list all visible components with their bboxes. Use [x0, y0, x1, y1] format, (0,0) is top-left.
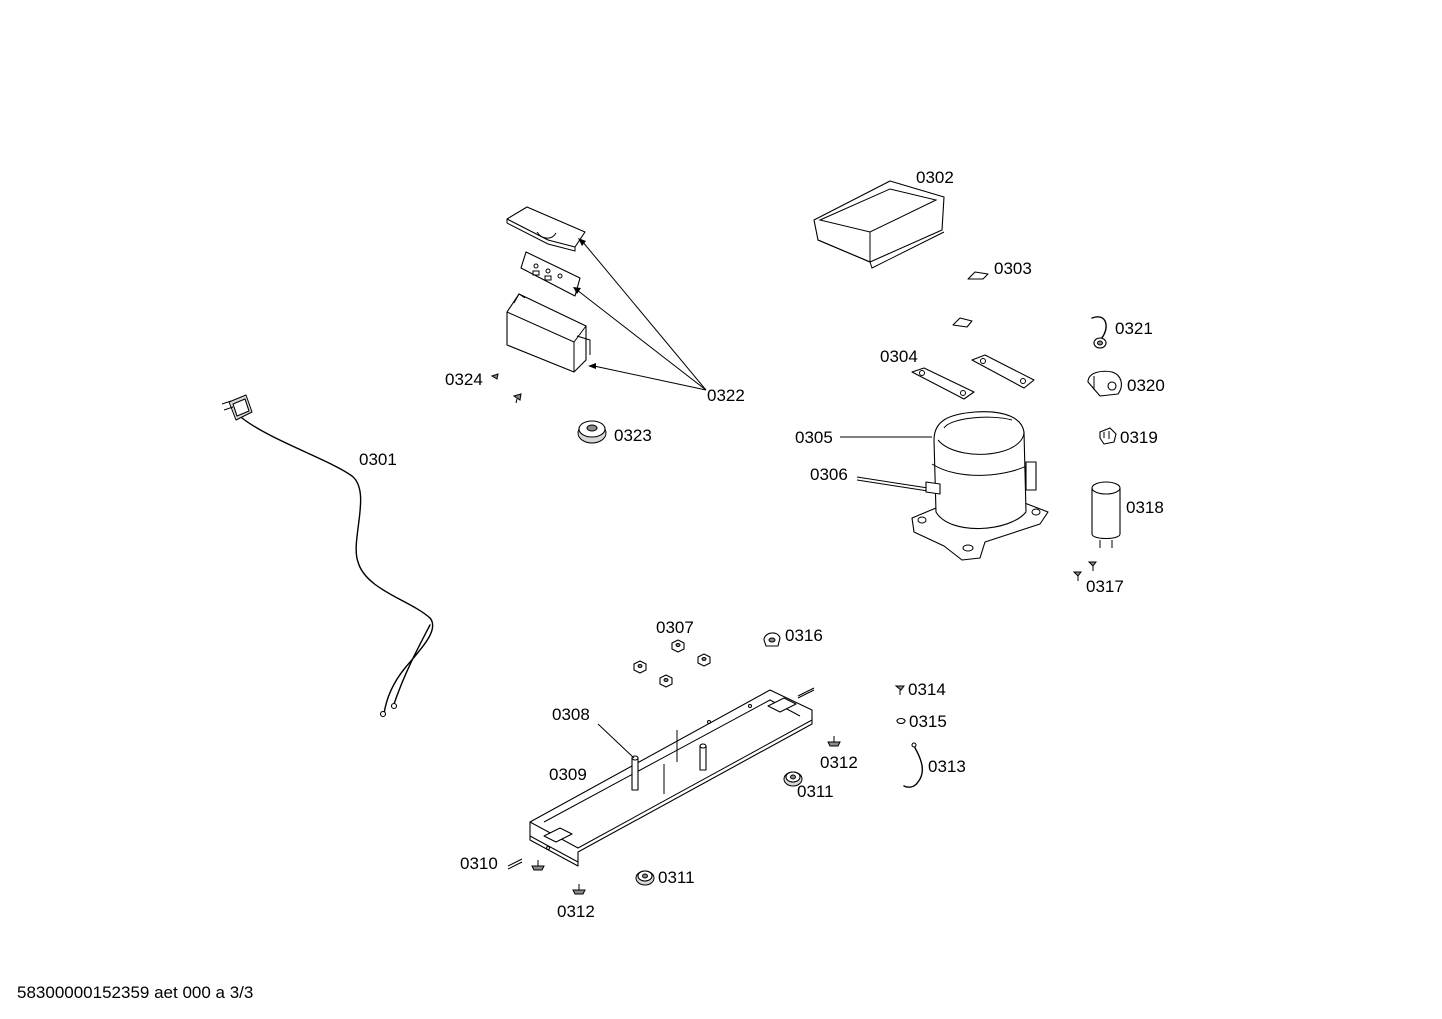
part-0310-pin: [507, 687, 815, 870]
part-0323-grommet: [577, 420, 607, 444]
part-0302-drip-tray: [813, 180, 945, 269]
label-0311-b: 0311: [658, 868, 695, 887]
part-0305-compressor: [911, 411, 1049, 561]
label-0307: 0307: [656, 618, 694, 637]
label-0303: 0303: [994, 259, 1032, 278]
part-0313-wire: [903, 742, 924, 788]
part-0319-relay: [1099, 427, 1117, 445]
part-0307-nut: [633, 639, 711, 688]
leader-0308: [597, 723, 635, 759]
part-0308-support-pin: [631, 730, 707, 794]
label-0313: 0313: [928, 757, 966, 776]
label-0312-a: 0312: [820, 753, 858, 772]
part-0301-power-cord: [221, 394, 434, 718]
part-0311-foot: [635, 771, 803, 886]
part-0314-screw: [894, 685, 905, 695]
label-0315: 0315: [909, 712, 947, 731]
label-0302: 0302: [916, 168, 954, 187]
footer-document-id: 58300000152359 aet 000 a 3/3: [17, 983, 253, 1002]
label-0317: 0317: [1086, 577, 1124, 596]
label-0314: 0314: [908, 680, 946, 699]
part-0321-overload-wire: [1091, 316, 1107, 349]
part-0318-capacitor: [1091, 481, 1121, 548]
part-0312-screw: [531, 736, 841, 895]
label-0305: 0305: [795, 428, 833, 447]
part-0303-clip: [952, 271, 989, 328]
part-0316-clamp: [763, 632, 781, 647]
part-0317-screw: [1072, 561, 1097, 581]
label-0321: 0321: [1115, 319, 1153, 338]
part-0324-screw: [490, 373, 522, 404]
label-0324: 0324: [445, 370, 483, 389]
label-0312-b: 0312: [557, 902, 595, 921]
label-0320: 0320: [1127, 376, 1165, 395]
label-0311-a: 0311: [797, 782, 834, 801]
label-0322: 0322: [707, 386, 745, 405]
label-0310: 0310: [460, 854, 498, 873]
part-0304-mounting-plate: [911, 354, 1035, 400]
label-0319: 0319: [1120, 428, 1158, 447]
part-0315-washer: [896, 717, 906, 725]
part-0306-process-tube: [856, 476, 941, 495]
label-0308: 0308: [552, 705, 590, 724]
part-0320-relay-cover: [1087, 370, 1122, 397]
label-0306: 0306: [810, 465, 848, 484]
label-0323: 0323: [614, 426, 652, 445]
label-0304: 0304: [880, 347, 918, 366]
label-0301: 0301: [359, 450, 397, 469]
part-0309-base-frame: [529, 689, 813, 867]
label-0309: 0309: [549, 765, 587, 784]
part-0322-control-box: [506, 206, 707, 391]
label-0318: 0318: [1126, 498, 1164, 517]
label-0316: 0316: [785, 626, 823, 645]
